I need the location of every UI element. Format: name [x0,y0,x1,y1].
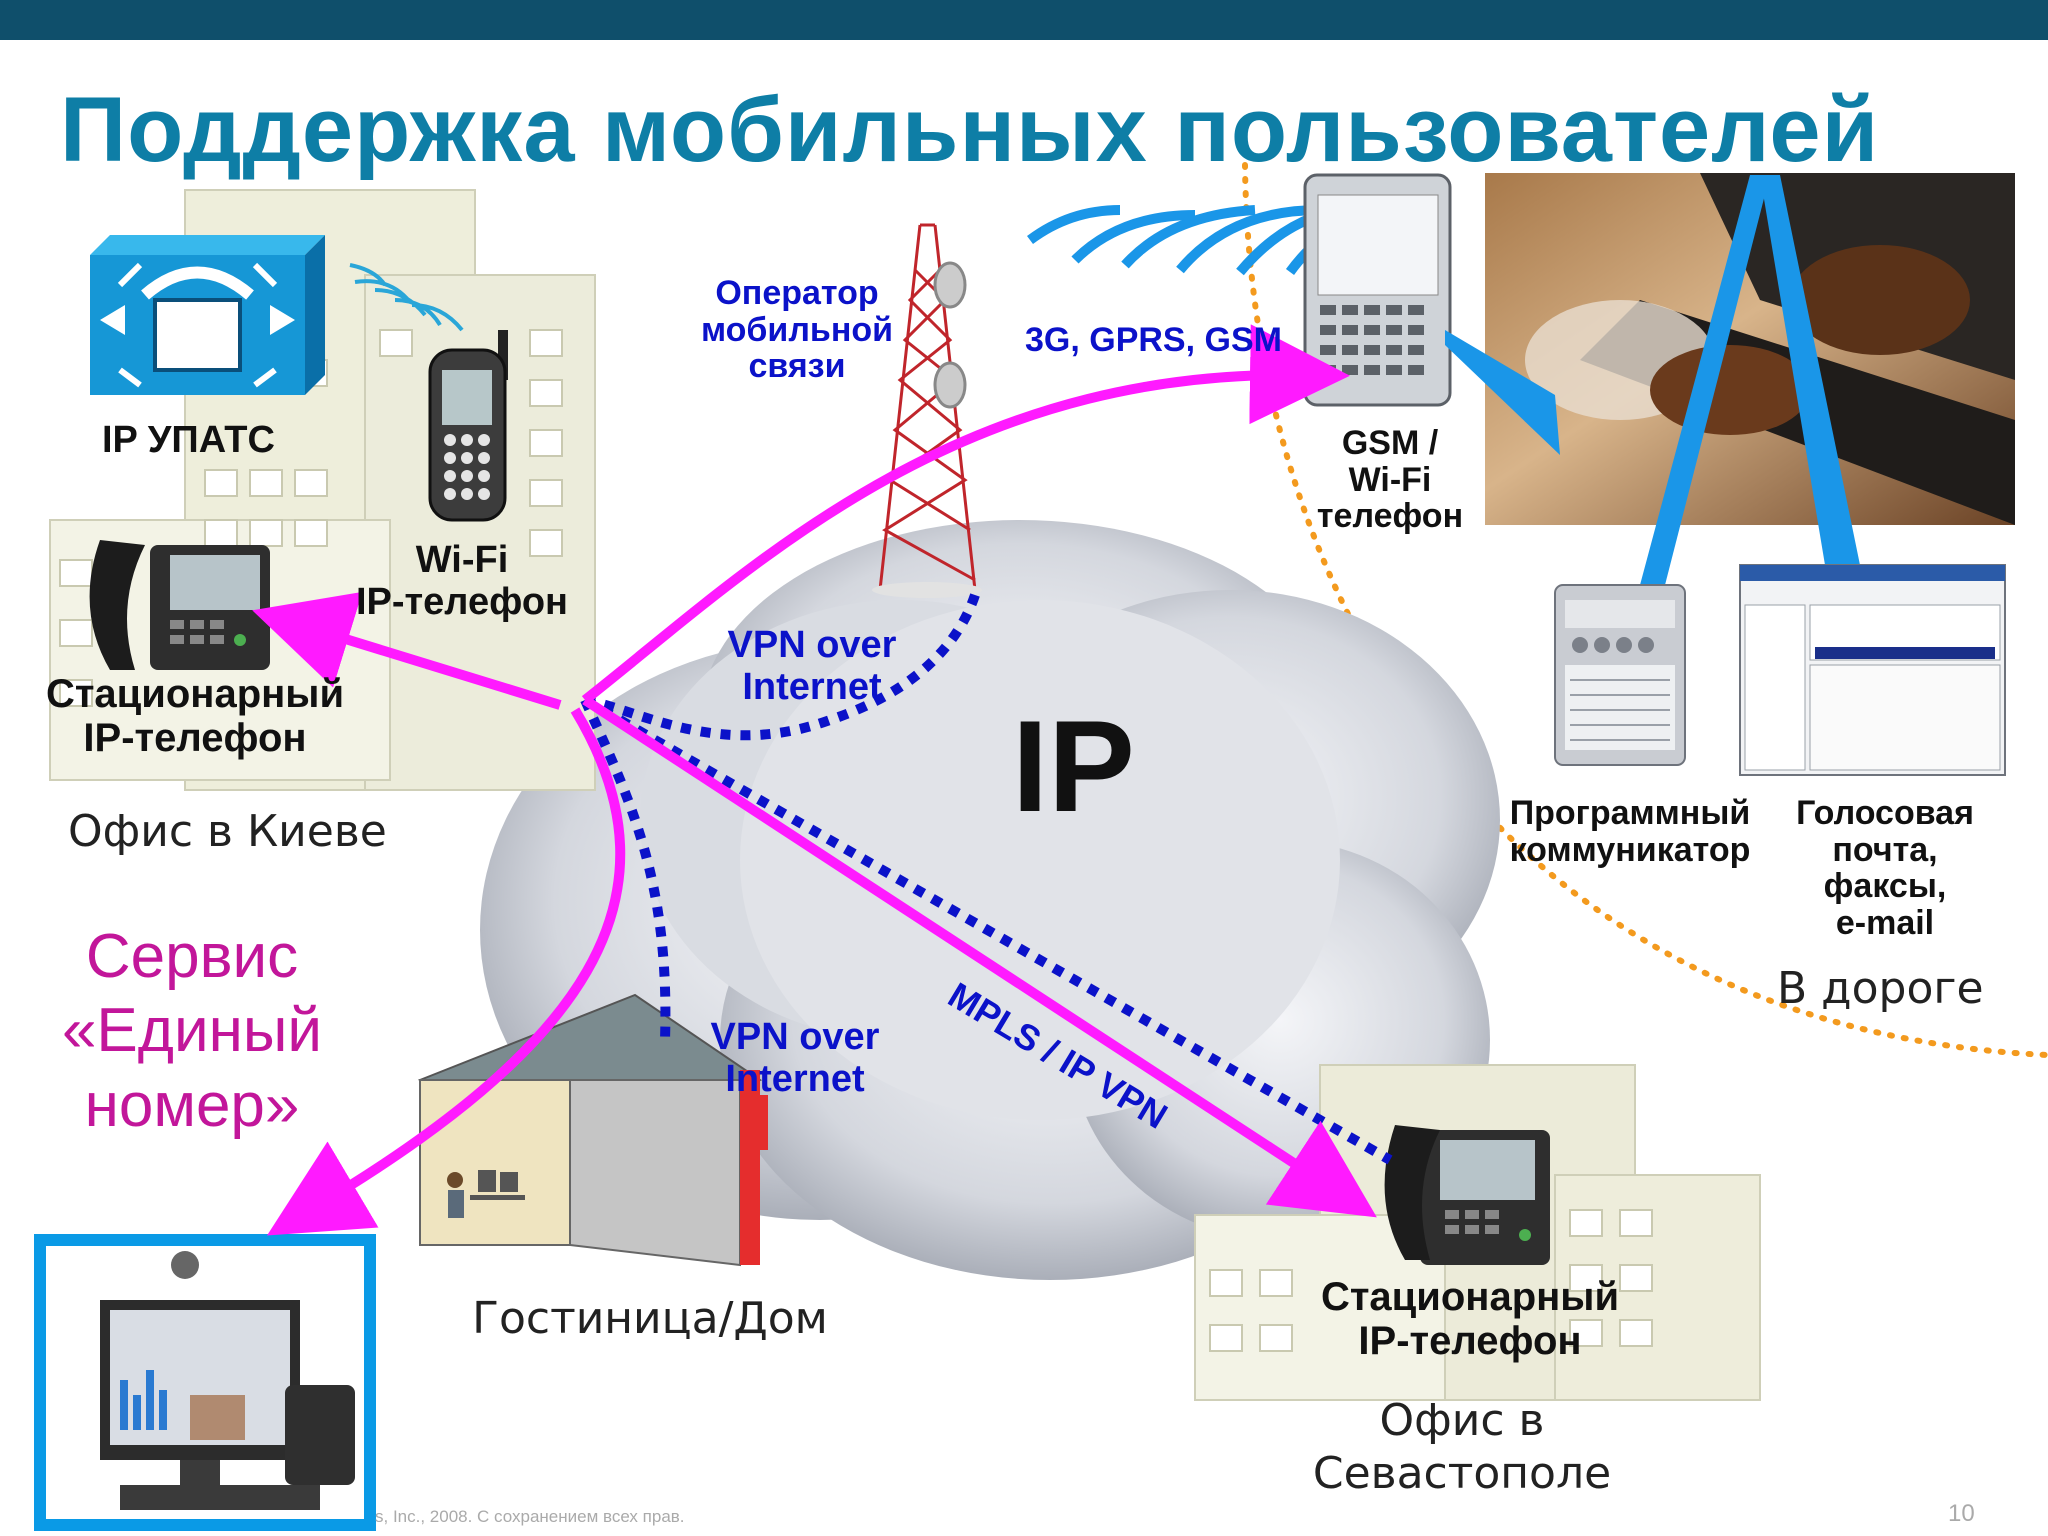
vpn-top-label: VPN over Internet [727,624,897,709]
mobile-operator-line2: мобильной [700,310,894,349]
single-number-line2: «Единый [61,996,323,1066]
single-number-line3: номер» [84,1070,300,1140]
softphone-line1: Программный [1509,794,1751,832]
wifi-phone-label: Wi-Fi IP-телефон [356,539,568,624]
softphone-window [1554,584,1686,766]
mobile-operator-label: Оператор мобильной связи [701,275,893,385]
kiev-desk-phone-icon [89,540,270,670]
slide-title: Поддержка мобильных пользователей [60,79,1880,181]
kiev-desk-phone-label-line1: Стационарный [45,672,345,716]
mobile-operator-line1: Оператор [715,274,879,312]
voicemail-label: Голосовая почта, факсы, e-mail [1796,795,1974,942]
copyright-footer: s, Inc., 2008. С сохранением всех прав. [375,1507,685,1526]
ip-cloud-label: IP [1012,693,1135,839]
ip-pbx-label: IP УПАТС [102,419,275,461]
sevastopol-desk-phone-icon [1384,1125,1550,1265]
softphone-label: Программный коммуникатор [1510,795,1751,868]
hotel-house [417,993,768,1267]
single-number-line1: Сервис [85,922,299,991]
vpn-bottom-line2: Internet [725,1057,865,1100]
ip-pbx-icon [90,235,325,395]
voicemail-line1: Голосовая [1796,794,1974,832]
page-number: 10 [1948,1500,1975,1527]
gsm-phone-line1: GSM / [1341,424,1439,462]
gsm-wifi-phone-icon [1303,173,1452,407]
gsm-phone-line2: Wi-Fi [1348,460,1432,499]
on-the-road-label: В дороге [1777,963,1984,1014]
wifi-phone-label-line1: Wi-Fi [415,539,509,581]
magenta-arrows [252,324,1377,1236]
softphone-line2: коммуникатор [1509,830,1751,869]
cell-tower-icon [872,223,982,598]
vpn-dotted-links [580,593,1393,1165]
kiev-desk-phone-label: Стационарный IP-телефон [46,672,344,760]
sevastopol-office-line1: Офис в [1379,1395,1545,1446]
sevastopol-desk-phone-line1: Стационарный [1320,1275,1620,1319]
mobile-operator-line3: связи [748,347,846,386]
kiev-desk-phone-label-line2: IP-телефон [83,716,307,760]
sevastopol-desk-phone-line2: IP-телефон [1358,1319,1582,1363]
vpn-top-line1: VPN over [727,624,897,666]
sevastopol-desk-phone-label: Стационарный IP-телефон [1321,1275,1619,1363]
sevastopol-office-line2: Севастополе [1312,1447,1612,1499]
voicemail-line3: факсы, [1823,867,1947,906]
sevastopol-office-label: Офис в Севастополе [1313,1395,1611,1501]
wifi-phone-label-line2: IP-телефон [356,580,568,623]
voicemail-line4: e-mail [1835,904,1935,943]
top-bar [0,0,2048,40]
wifi-ip-phone-icon [349,263,508,522]
voicemail-window [1739,564,2006,776]
gsm-phone-line3: телефон [1316,497,1464,536]
callout-beams [1445,175,1860,585]
voicemail-line2: почта, [1832,830,1938,869]
video-terminal [34,1234,376,1531]
hotel-label: Гостиница/Дом [472,1293,828,1344]
vpn-bottom-label: VPN over Internet [710,1016,880,1101]
vpn-bottom-line1: VPN over [710,1016,880,1058]
vpn-top-line2: Internet [742,665,882,708]
ip-cloud [480,520,1500,1280]
kiev-office-label: Офис в Киеве [68,806,387,857]
gsm-phone-label: GSM / Wi-Fi телефон [1317,425,1463,535]
mobile-networks-label: 3G, GPRS, GSM [1025,321,1282,359]
single-number-service: Сервис «Единый номер» [62,920,322,1143]
